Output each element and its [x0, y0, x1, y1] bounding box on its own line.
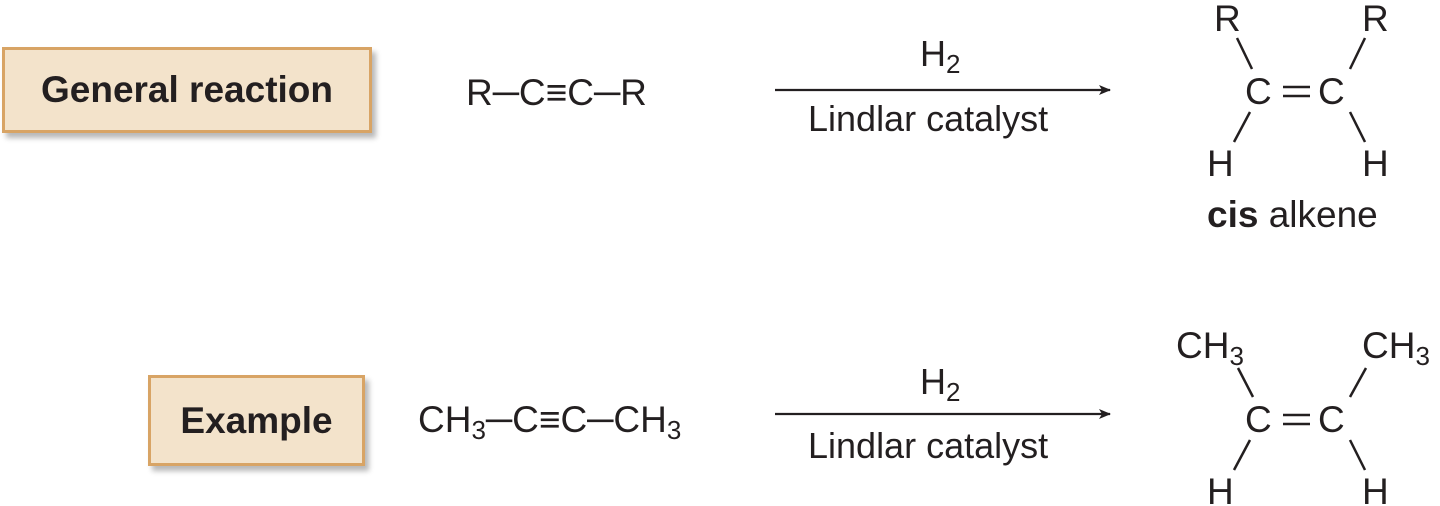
general-bond-r-right [1348, 37, 1367, 70]
general-reagent-base: H [920, 33, 946, 74]
example-product-h-left: H [1207, 471, 1234, 506]
example-bond-h-right [1348, 439, 1367, 471]
example-reagent-base: H [920, 361, 946, 402]
example-catalyst: Lindlar catalyst [808, 425, 1049, 466]
general-product-c-left: C [1245, 71, 1272, 112]
example-product-ch3-left: CH3 [1176, 325, 1244, 369]
general-product-r-left: R [1214, 0, 1241, 39]
general-product-caption: cis alkene [1207, 196, 1378, 233]
example-bond-ch3-left [1236, 367, 1255, 398]
example-bond-h-left [1232, 439, 1252, 471]
example-reagent: H2 [920, 361, 960, 406]
general-bond-h-right [1348, 111, 1367, 143]
example-product-ch-left-sub: 3 [1229, 341, 1244, 371]
cis-label: cis [1207, 194, 1259, 235]
example-reactant-sub-right: 3 [666, 415, 682, 445]
example-reagent-subscript: 2 [946, 377, 961, 407]
general-catalyst: Lindlar catalyst [808, 98, 1049, 139]
example-product-ch-right-sub: 3 [1415, 341, 1430, 371]
example-reactant-ch-left: CH [418, 399, 472, 440]
example-reactant-sub-left: 3 [471, 415, 486, 445]
general-reagent: H2 [920, 33, 960, 78]
general-reaction-label: General reaction [2, 47, 372, 133]
example-product-c-left: C [1245, 399, 1272, 440]
general-product-h-left: H [1207, 143, 1234, 184]
general-reactant: R─C≡C─R [466, 72, 647, 113]
general-product-c-right: C [1318, 71, 1345, 112]
example-bond-ch3-right [1348, 367, 1368, 398]
alkene-label: alkene [1258, 194, 1378, 235]
example-product-ch-right: CH [1362, 325, 1416, 366]
example-label: Example [148, 375, 365, 466]
example-reactant-middle: ─C≡C─CH [485, 399, 667, 440]
example-product-ch-left: CH [1176, 325, 1230, 366]
general-reagent-subscript: 2 [946, 49, 961, 79]
general-bond-r-left [1235, 37, 1254, 70]
example-product-ch3-right: CH3 [1362, 325, 1430, 369]
example-product-c-right: C [1318, 399, 1345, 440]
general-bond-h-left [1232, 111, 1252, 143]
general-product-h-right: H [1362, 143, 1389, 184]
general-product-r-right: R [1362, 0, 1389, 39]
example-product-h-right: H [1362, 471, 1389, 506]
example-reactant: CH3─C≡C─CH3 [418, 399, 681, 443]
